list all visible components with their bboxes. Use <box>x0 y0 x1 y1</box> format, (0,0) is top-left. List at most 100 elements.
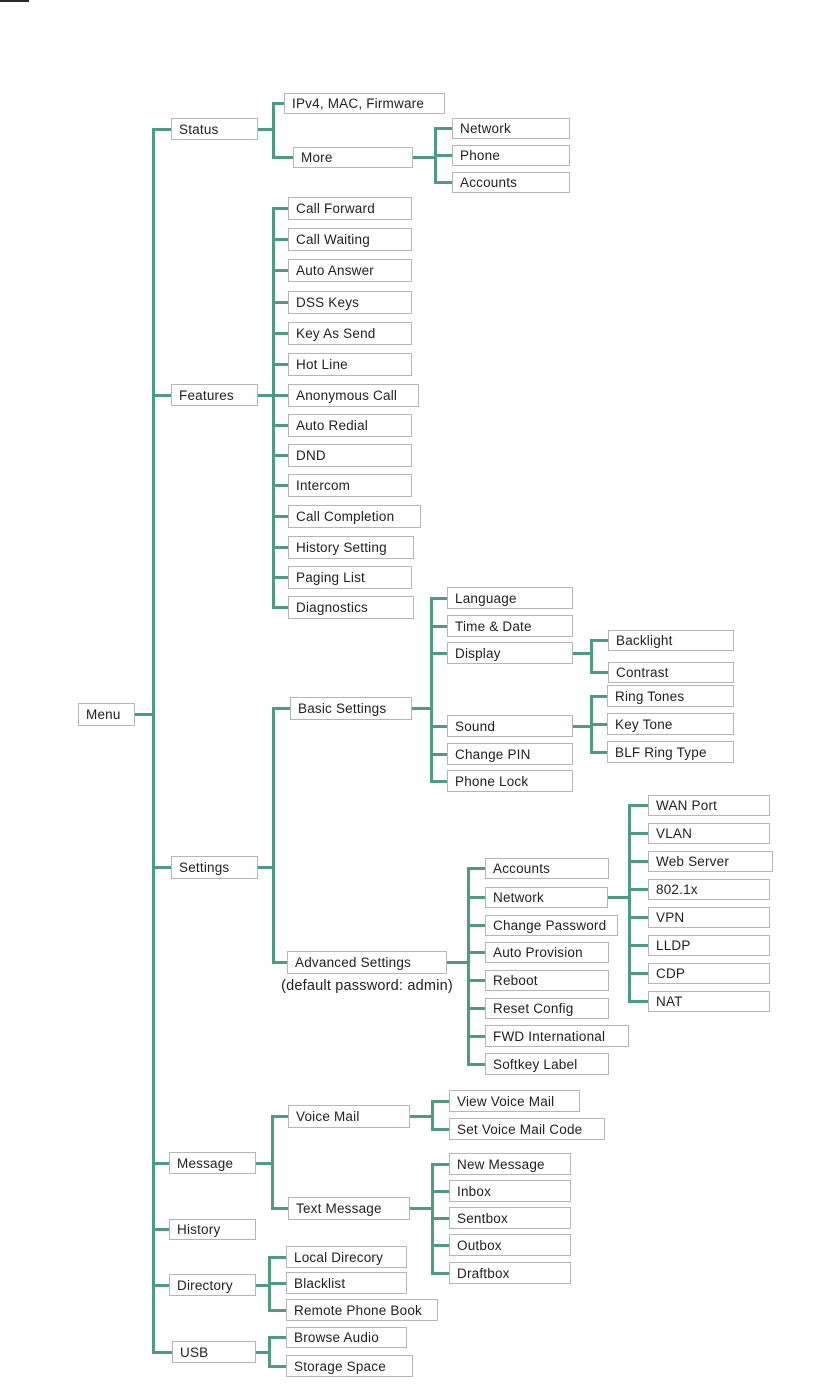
menu-node-more-network: Network <box>452 118 570 139</box>
menu-node-language: Language <box>447 587 573 609</box>
menu-node-voice-mail: Voice Mail <box>288 1105 410 1128</box>
menu-node-usb: USB <box>172 1341 256 1363</box>
tree-connector-line <box>430 651 448 655</box>
menu-node-basic-settings: Basic Settings <box>290 697 412 720</box>
tree-connector-line <box>430 752 448 756</box>
menu-node-message: Message <box>169 1152 256 1174</box>
menu-node-vlan: VLAN <box>648 823 770 844</box>
tree-connector-line <box>431 1216 450 1220</box>
tree-connector-line <box>152 1350 173 1354</box>
tree-connector-line <box>272 301 289 304</box>
menu-node-more-accounts: Accounts <box>452 172 570 193</box>
tree-connector-line <box>268 1281 287 1285</box>
tree-connector-line <box>272 269 289 272</box>
tree-connector-line <box>272 207 289 210</box>
menu-node-fwd-international: FWD International <box>485 1025 629 1047</box>
tree-connector-line <box>272 102 285 105</box>
menu-node-paging-list: Paging List <box>288 566 412 589</box>
tree-connector-line <box>268 1364 287 1368</box>
menu-node-auto-answer: Auto Answer <box>288 259 412 282</box>
menu-node-web-server: Web Server <box>648 851 773 872</box>
menu-node-blf-ring-type: BLF Ring Type <box>607 741 734 763</box>
menu-node-lldp: LLDP <box>648 935 770 956</box>
tree-connector-line <box>152 1161 170 1165</box>
menu-node-outbox: Outbox <box>449 1234 571 1256</box>
tree-connector-line <box>272 707 291 710</box>
menu-node-anonymous-call: Anonymous Call <box>288 384 419 407</box>
tree-connector-line <box>467 1007 486 1010</box>
tree-connector-line <box>590 671 609 674</box>
menu-node-dnd: DND <box>288 444 412 467</box>
menu-node-adv-accounts: Accounts <box>485 858 609 879</box>
menu-node-remote-phone-book: Remote Phone Book <box>286 1299 438 1321</box>
menu-node-history-setting: History Setting <box>288 536 414 559</box>
menu-node-display: Display <box>447 642 573 664</box>
tree-connector-line <box>272 156 294 159</box>
tree-connector-line <box>590 639 609 642</box>
tree-connector-line <box>628 972 649 975</box>
tree-connector-line <box>272 454 289 457</box>
menu-node-more-phone: Phone <box>452 145 570 166</box>
tree-connector-line <box>272 546 289 549</box>
menu-node-vpn: VPN <box>648 907 770 928</box>
tree-connector-line <box>152 1228 170 1231</box>
menu-node-auto-provision: Auto Provision <box>485 942 609 963</box>
menu-node-set-voice-mail-code: Set Voice Mail Code <box>449 1118 605 1140</box>
menu-node-history: History <box>169 1219 256 1240</box>
tree-connector-line <box>431 1243 450 1247</box>
tree-connector-line <box>467 979 486 982</box>
tree-connector-line <box>272 707 275 964</box>
menu-node-nat: NAT <box>648 991 770 1012</box>
menu-node-call-completion: Call Completion <box>288 505 421 528</box>
tree-connector-line <box>410 1115 434 1118</box>
menu-node-intercom: Intercom <box>288 474 412 497</box>
tree-connector-line <box>628 804 631 1003</box>
tree-connector-line <box>431 1127 450 1131</box>
menu-node-status: Status <box>171 118 258 140</box>
tree-connector-line <box>272 394 289 397</box>
menu-node-auto-redial: Auto Redial <box>288 414 412 437</box>
tree-connector-line <box>628 888 649 891</box>
menu-node-menu: Menu <box>78 703 135 726</box>
tree-connector-line <box>271 1115 274 1210</box>
tree-connector-line <box>152 1283 170 1287</box>
menu-node-reboot: Reboot <box>485 970 609 991</box>
tree-connector-line <box>152 127 155 1354</box>
menu-node-diagnostics: Diagnostics <box>288 596 414 619</box>
tree-connector-line <box>152 127 172 131</box>
tree-connector-line <box>608 896 631 899</box>
tree-connector-line <box>434 127 453 130</box>
tree-connector-line <box>272 515 289 518</box>
menu-node-browse-audio: Browse Audio <box>286 1327 407 1348</box>
tree-connector-line <box>628 804 649 807</box>
tree-connector-line <box>272 484 289 487</box>
tree-connector-line <box>628 916 649 919</box>
menu-node-adv-network: Network <box>485 887 608 908</box>
tree-connector-line <box>272 207 275 609</box>
tree-connector-line <box>434 181 453 184</box>
menu-node-storage-space: Storage Space <box>286 1355 413 1377</box>
tree-connector-line <box>628 944 649 947</box>
tree-connector-line <box>256 1161 274 1165</box>
advanced-settings-password-note: (default password: admin) <box>281 978 453 994</box>
page-edge-artifact <box>0 0 29 2</box>
menu-node-inbox: Inbox <box>449 1180 571 1202</box>
menu-node-advanced-settings: Advanced Settings <box>287 951 447 974</box>
tree-connector-line <box>430 779 448 783</box>
tree-connector-line <box>272 332 289 335</box>
tree-connector-line <box>430 596 448 600</box>
tree-connector-line <box>590 722 608 726</box>
tree-connector-line <box>268 1308 287 1312</box>
tree-connector-line <box>268 1336 271 1368</box>
tree-connector-line <box>467 867 486 870</box>
tree-connector-line <box>268 1255 287 1259</box>
menu-node-cdp: CDP <box>648 963 770 984</box>
menu-node-features: Features <box>171 384 258 406</box>
menu-node-contrast: Contrast <box>608 662 734 683</box>
tree-connector-line <box>467 896 486 899</box>
menu-node-ring-tones: Ring Tones <box>607 685 734 707</box>
menu-node-more: More <box>293 147 413 168</box>
menu-node-draftbox: Draftbox <box>449 1262 571 1284</box>
menu-node-call-forward: Call Forward <box>288 197 412 220</box>
tree-connector-line <box>272 238 289 241</box>
